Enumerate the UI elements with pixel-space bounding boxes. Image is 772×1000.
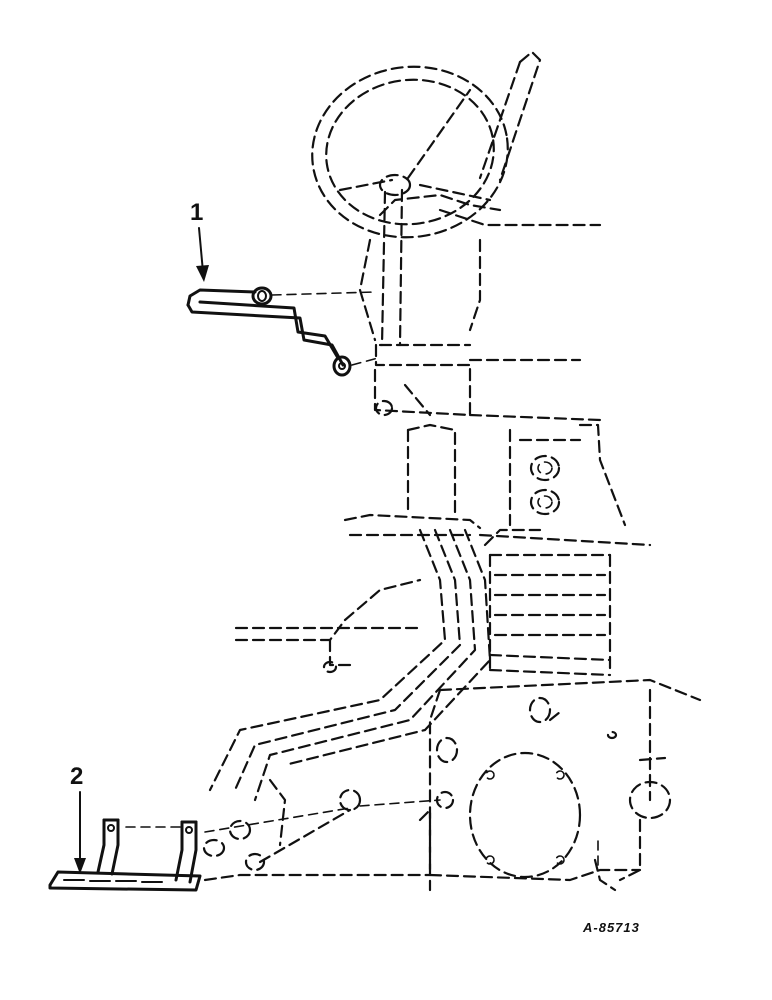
control-lever [478, 50, 542, 182]
callout-2-arrowhead [74, 858, 86, 874]
part-1-grab-handle [186, 286, 379, 377]
transmission-housing [343, 513, 652, 677]
axle-housing [418, 678, 702, 892]
callout-1-number: 1 [190, 199, 203, 226]
callout-2-number: 2 [70, 763, 83, 790]
steering-column [358, 188, 602, 422]
pedal-linkage [202, 528, 492, 872]
part-2-step [48, 799, 441, 892]
steering-wheel [311, 65, 509, 239]
callout-2: 2 [70, 763, 86, 874]
figure-code: A-85713 [582, 920, 640, 935]
callout-1-arrowhead [196, 265, 209, 282]
callout-1: 1 [190, 199, 209, 282]
console-housing [406, 423, 627, 527]
